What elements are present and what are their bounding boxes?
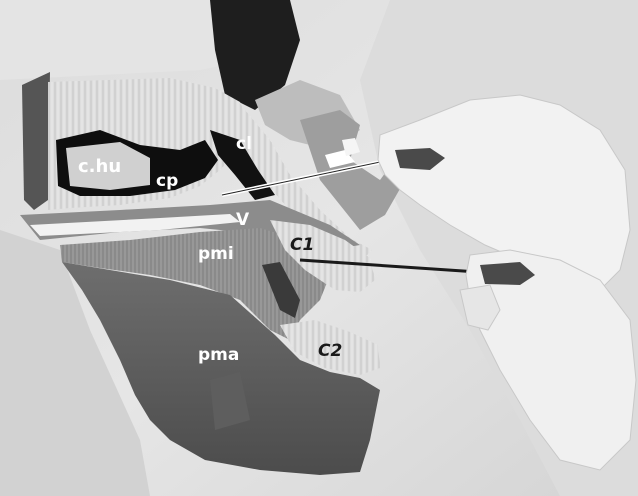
label-c2: C2 [318, 341, 342, 361]
label-pmi: pmi [198, 244, 234, 264]
face-edge [22, 72, 50, 210]
label-c1: C1 [290, 235, 314, 255]
label-cp: cp [156, 171, 178, 191]
label-pma: pma [198, 345, 239, 365]
label-v: V [236, 210, 250, 230]
label-chu: c.hu [78, 156, 121, 177]
label-cl: cl [236, 134, 252, 154]
